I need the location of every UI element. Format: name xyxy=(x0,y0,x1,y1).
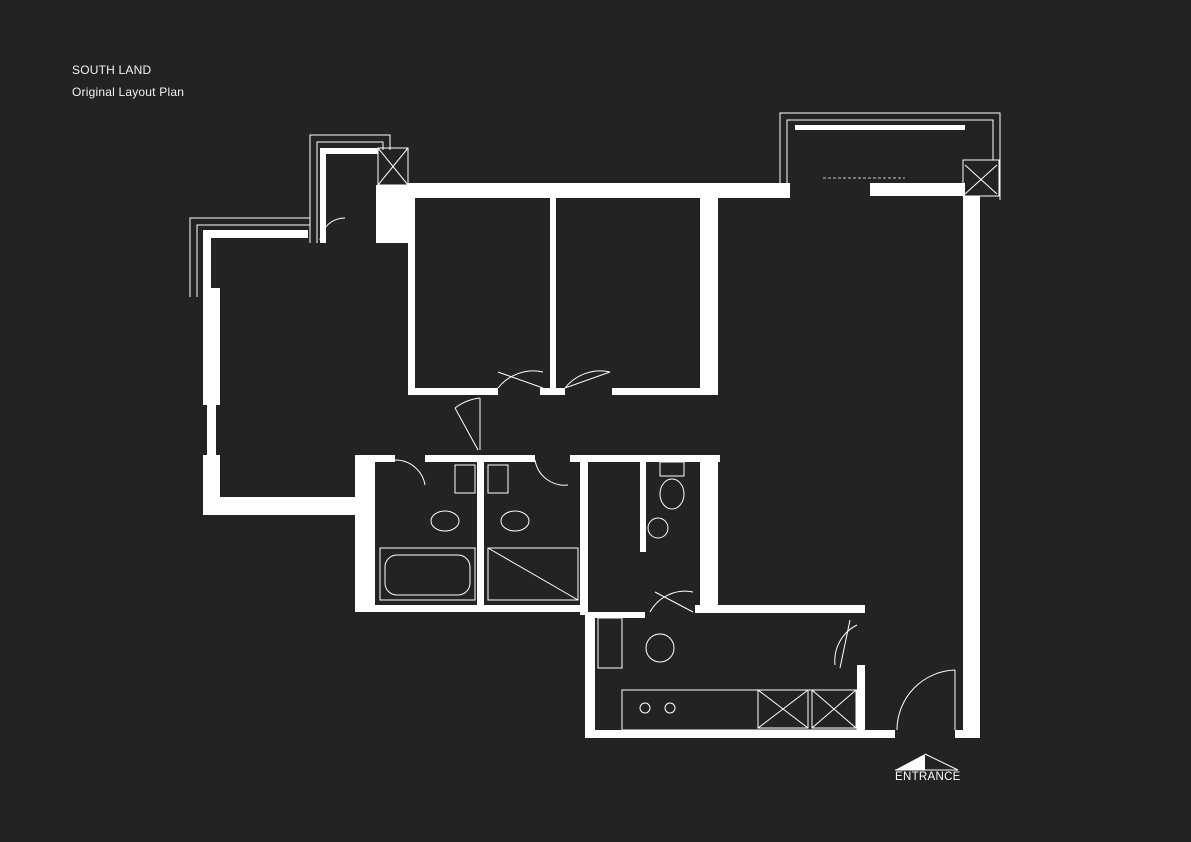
entrance-marker xyxy=(895,753,959,771)
plan-subtitle: Original Layout Plan xyxy=(72,85,185,99)
doors xyxy=(319,217,956,731)
fixtures xyxy=(379,461,685,601)
project-title: SOUTH LAND xyxy=(72,63,152,77)
walls xyxy=(189,112,1001,738)
entrance-label: ENTRANCE xyxy=(895,771,961,783)
